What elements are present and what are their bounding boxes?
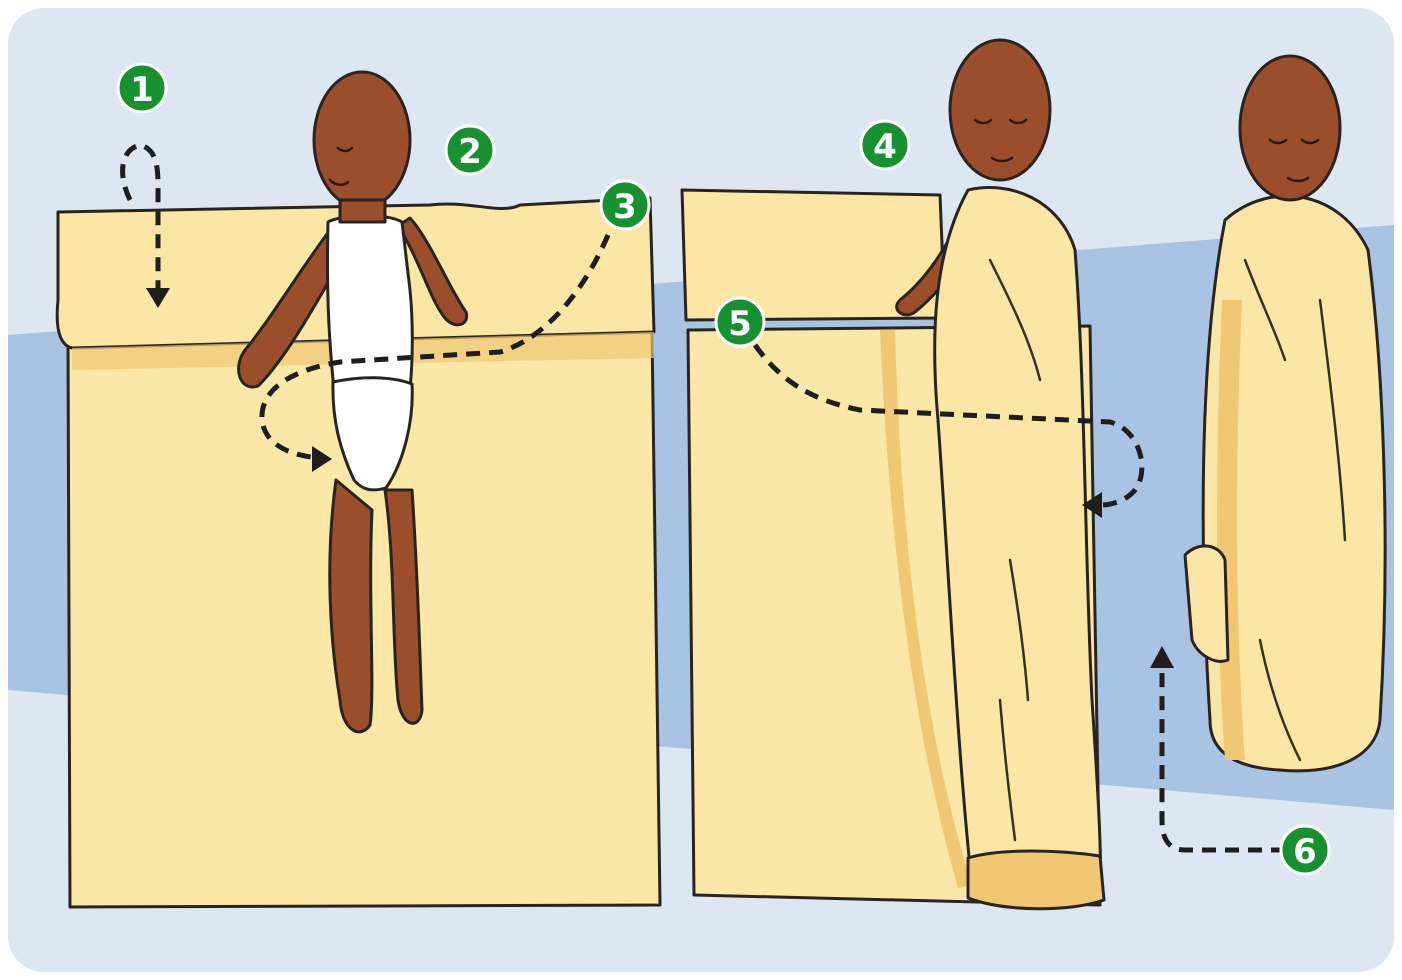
baby-neck [340, 200, 385, 222]
step-badge-5-number: 5 [728, 304, 752, 344]
step-badge-2-number: 2 [458, 132, 482, 172]
step-badge-2: 2 [446, 126, 494, 174]
blanket-bottom-roll-2 [968, 851, 1104, 909]
step-badge-3: 3 [601, 181, 649, 229]
baby-head [314, 72, 410, 208]
step-badge-6-number: 6 [1293, 832, 1317, 872]
step-badge-4-number: 4 [873, 127, 897, 167]
step-badge-5: 5 [716, 298, 764, 346]
step-badge-3-number: 3 [613, 187, 637, 227]
step-badge-4: 4 [861, 121, 909, 169]
step-badge-6: 6 [1281, 826, 1329, 874]
step-badge-1-number: 1 [130, 70, 154, 110]
step-badge-1: 1 [118, 64, 166, 112]
baby-head-2 [950, 40, 1050, 180]
